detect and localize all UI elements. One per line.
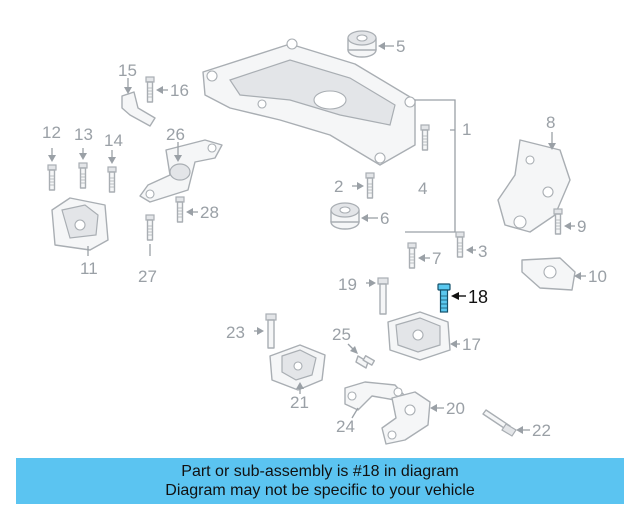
bolt-part-12[interactable] bbox=[47, 148, 57, 191]
info-banner: Part or sub-assembly is #18 in diagram D… bbox=[16, 458, 624, 504]
bolt-part-4[interactable] bbox=[420, 124, 430, 151]
callout-18: 18 bbox=[468, 287, 488, 307]
bracket-part-10[interactable] bbox=[521, 257, 586, 291]
callout-24: 24 bbox=[336, 417, 355, 436]
bolt-part-3[interactable] bbox=[455, 231, 476, 258]
bushing-part-5[interactable] bbox=[347, 30, 394, 58]
callout-16: 16 bbox=[170, 81, 189, 100]
callout-20: 20 bbox=[446, 399, 465, 418]
bolt-part-18-highlighted[interactable] bbox=[437, 283, 466, 313]
bolt-part-9[interactable] bbox=[553, 208, 575, 235]
bolt-part-2[interactable] bbox=[352, 172, 375, 199]
callout-22: 22 bbox=[532, 421, 551, 440]
bolt-part-13[interactable] bbox=[78, 148, 88, 189]
torque-arm-part-26[interactable] bbox=[139, 139, 223, 203]
callout-11: 11 bbox=[80, 259, 98, 278]
callout-1: 1 bbox=[462, 120, 471, 139]
callout-12: 12 bbox=[42, 123, 61, 142]
callout-8: 8 bbox=[546, 113, 555, 132]
callout-10: 10 bbox=[588, 267, 607, 286]
bolt-part-14[interactable] bbox=[107, 150, 117, 193]
callout-26: 26 bbox=[166, 125, 185, 144]
callout-27: 27 bbox=[138, 267, 157, 286]
transmission-mount-part-17[interactable] bbox=[387, 311, 460, 361]
callout-13: 13 bbox=[74, 125, 93, 144]
bolt-part-27[interactable] bbox=[145, 214, 155, 256]
bracket-part-20[interactable] bbox=[381, 391, 444, 445]
callout-15: 15 bbox=[118, 61, 137, 80]
callout-28: 28 bbox=[200, 203, 219, 222]
callout-4: 4 bbox=[418, 179, 427, 198]
callout-14: 14 bbox=[104, 131, 123, 150]
callout-17: 17 bbox=[462, 335, 481, 354]
callout-19: 19 bbox=[338, 275, 357, 294]
bolt-part-16[interactable] bbox=[145, 76, 168, 103]
mount-bracket-part-8[interactable] bbox=[497, 132, 571, 233]
bolt-part-25[interactable] bbox=[347, 343, 376, 369]
callout-23: 23 bbox=[226, 323, 245, 342]
bolt-part-28[interactable] bbox=[175, 196, 198, 223]
subframe-part-1[interactable] bbox=[202, 38, 456, 233]
bushing-part-6[interactable] bbox=[330, 202, 378, 230]
banner-line-part-number: Part or sub-assembly is #18 in diagram bbox=[181, 463, 459, 480]
bolt-part-7[interactable] bbox=[407, 242, 430, 269]
callout-2: 2 bbox=[334, 177, 343, 196]
bracket-part-15[interactable] bbox=[121, 78, 156, 127]
callout-21: 21 bbox=[290, 393, 309, 412]
banner-line-disclaimer: Diagram may not be specific to your vehi… bbox=[165, 482, 475, 499]
callout-7: 7 bbox=[432, 249, 441, 268]
callout-5: 5 bbox=[396, 37, 405, 56]
bolt-part-19[interactable] bbox=[366, 277, 389, 315]
mount-part-21[interactable] bbox=[269, 344, 326, 394]
bolt-part-22[interactable] bbox=[482, 409, 530, 437]
callout-25: 25 bbox=[332, 325, 351, 344]
bolt-part-23[interactable] bbox=[254, 313, 277, 349]
callout-6: 6 bbox=[380, 209, 389, 228]
callout-3: 3 bbox=[478, 242, 487, 261]
engine-mount-part-11[interactable] bbox=[51, 197, 109, 256]
callout-9: 9 bbox=[577, 217, 586, 236]
